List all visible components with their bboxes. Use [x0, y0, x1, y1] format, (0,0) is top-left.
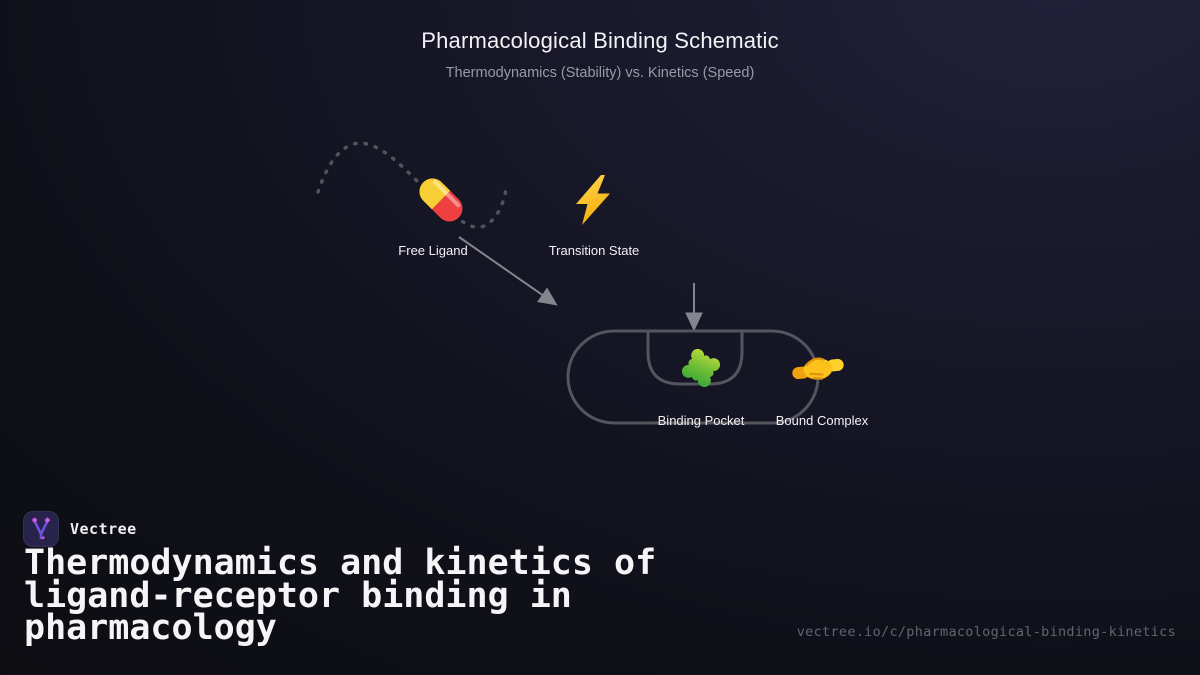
node-label-free-ligand: Free Ligand [398, 243, 468, 258]
handshake-icon [791, 346, 845, 397]
brand-name: Vectree [70, 520, 137, 538]
pill-icon [413, 172, 469, 233]
page-title: Pharmacological Binding Schematic [421, 28, 779, 53]
node-label-transition-state: Transition State [548, 243, 640, 258]
lightning-icon [571, 174, 615, 231]
vectree-logo-icon [32, 517, 50, 540]
page-subtitle: Thermodynamics (Stability) vs. Kinetics … [445, 65, 755, 81]
puzzle-icon [675, 342, 727, 399]
vectree-logo [23, 511, 59, 547]
headline: Thermodynamics and kinetics of ligand-re… [24, 543, 657, 648]
ligand-trajectory-dashed-path [316, 141, 508, 229]
ligand-to-pocket-arrow [458, 236, 558, 306]
node-label-binding-pocket: Binding Pocket [657, 413, 745, 428]
pocket-outline [646, 331, 744, 386]
node-label-bound-complex: Bound Complex [775, 413, 869, 428]
header: Pharmacological Binding Schematic Thermo… [0, 28, 1200, 81]
brand-row: Vectree [23, 511, 137, 547]
page-url: vectree.io/c/pharmacological-binding-kin… [796, 624, 1176, 640]
